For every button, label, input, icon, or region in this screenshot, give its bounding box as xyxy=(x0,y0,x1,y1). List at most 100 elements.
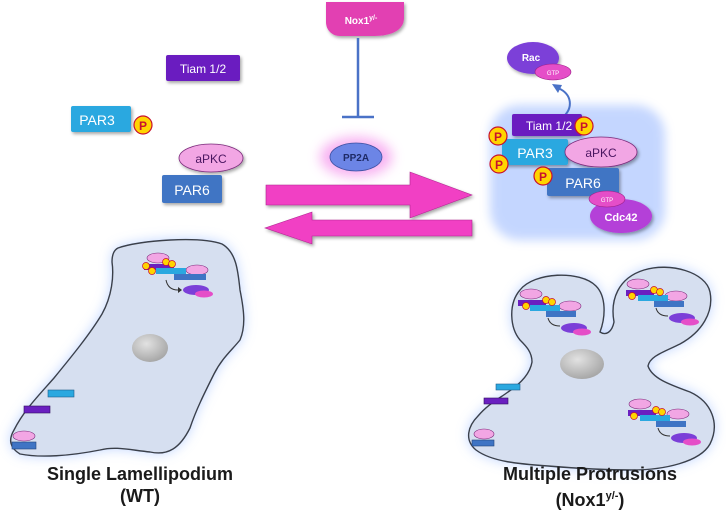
p2-p xyxy=(628,292,636,300)
cdc42: Cdc42 xyxy=(590,199,652,233)
p3-apkc xyxy=(628,398,652,410)
p1-p xyxy=(548,298,556,306)
rac-gtp: GTP xyxy=(534,63,572,81)
p1-arrow xyxy=(547,317,561,327)
nox1-nucleus xyxy=(560,349,604,379)
par3-complex-phospho-1: P xyxy=(488,126,508,146)
wt-cell-body xyxy=(9,238,245,457)
wt-free-par6 xyxy=(11,441,37,450)
wt-caption-title: Single Lamellipodium xyxy=(46,464,234,484)
wt-cluster-par6 xyxy=(174,274,206,280)
p3-tiam xyxy=(628,410,656,416)
cdc42-label: Cdc42 xyxy=(604,212,637,224)
p1-apkc-2 xyxy=(558,300,582,312)
rac-activation-arrowhead xyxy=(552,84,562,93)
par6-complex-phospho: P xyxy=(533,166,553,186)
p3-gtp xyxy=(683,438,701,446)
nox1-caption-subtitle: (Nox1y/-) xyxy=(465,485,715,511)
tiam-complex-label: Tiam 1/2 xyxy=(526,119,573,133)
cdc42-gtp-label: GTP xyxy=(601,198,613,204)
par6-free: PAR6 xyxy=(162,175,222,203)
pp2a-label: PP2A xyxy=(343,153,369,164)
wt-caption: Single Lamellipodium (WT) xyxy=(20,463,260,507)
nox1-free-par3 xyxy=(495,383,521,391)
par3-complex-p1-label: P xyxy=(494,130,502,144)
apkc-free-label: aPKC xyxy=(195,152,227,166)
nox1-cell xyxy=(468,266,715,471)
p1-gtp xyxy=(573,328,591,336)
apkc-complex: aPKC xyxy=(564,136,638,168)
p2-gtp xyxy=(681,318,699,326)
par3-complex: PAR3 xyxy=(502,139,568,165)
p3-p xyxy=(658,408,666,416)
p2-p xyxy=(656,288,664,296)
par6-complex-p-label: P xyxy=(539,170,547,184)
nox1-free-apkc xyxy=(473,428,495,440)
par6-complex: PAR6 xyxy=(547,168,619,196)
protrusion-complex-2 xyxy=(626,278,699,326)
nox1-free-tiam xyxy=(483,397,509,405)
p1-par3 xyxy=(530,305,560,311)
par3-complex-label: PAR3 xyxy=(517,145,553,161)
nox1-label-sup: y/- xyxy=(369,15,378,22)
par3-free: PAR3 xyxy=(71,106,131,132)
p2-tiam xyxy=(626,290,654,296)
active-complex: Rac GTP Tiam 1/2 P PAR3 P P xyxy=(488,42,665,240)
wt-cluster-par3 xyxy=(156,268,186,274)
cdc42-gtp: GTP xyxy=(588,190,626,208)
tiam-free: Tiam 1/2 xyxy=(166,55,240,81)
p1-p xyxy=(522,302,530,310)
par3-complex-phospho-2: P xyxy=(489,154,509,174)
p2-apkc-2 xyxy=(664,290,688,302)
nox1-label: Nox1y/- xyxy=(345,15,378,27)
p3-p xyxy=(630,412,638,420)
p3-arrow xyxy=(657,427,671,437)
free-components: Tiam 1/2 PAR3 P aPKC PAR6 xyxy=(71,55,244,203)
wt-cluster-p xyxy=(142,262,150,270)
p3-par6 xyxy=(656,421,686,427)
rac-label: Rac xyxy=(522,53,541,64)
tiam-complex: Tiam 1/2 xyxy=(512,114,582,136)
nox1-caption-title: Multiple Protrusions xyxy=(502,464,677,484)
nox1-caption-sub-sup: y/- xyxy=(605,490,619,502)
wt-cluster-arrowhead xyxy=(178,287,182,293)
wt-cluster-p xyxy=(148,267,156,275)
nox1-caption-sub-base: (Nox1 xyxy=(555,490,606,510)
p2-arrow xyxy=(655,307,669,317)
nox1-caption-sub-end: ) xyxy=(618,490,625,510)
wt-free-tiam xyxy=(23,405,51,414)
par3-complex-p2-label: P xyxy=(495,158,503,172)
apkc-complex-label: aPKC xyxy=(585,146,617,160)
nox1-caption: Multiple Protrusions (Nox1y/-) xyxy=(465,463,715,511)
forward-arrow xyxy=(265,171,473,219)
wt-free-apkc xyxy=(12,430,36,442)
tiam-complex-phospho: P xyxy=(574,116,594,136)
pp2a: PP2A xyxy=(320,137,392,177)
nox1-free-par6 xyxy=(471,439,495,447)
p3-apkc-2 xyxy=(666,408,690,420)
reverse-arrow xyxy=(264,211,473,245)
apkc-free: aPKC xyxy=(178,143,244,173)
wt-free-par3 xyxy=(47,389,75,398)
par6-free-label: PAR6 xyxy=(174,182,210,198)
wt-cluster-apkc-2 xyxy=(185,264,209,276)
par3-free-label: PAR3 xyxy=(79,112,115,128)
wt-cell xyxy=(9,238,245,457)
p1-tiam xyxy=(518,300,546,306)
par6-complex-label: PAR6 xyxy=(565,175,601,191)
par3-free-p-label: P xyxy=(139,119,147,133)
wt-cluster-gtp xyxy=(195,290,213,298)
par3-free-phospho: P xyxy=(133,115,153,135)
p2-par6 xyxy=(654,301,684,307)
tiam-complex-p-label: P xyxy=(580,120,588,134)
wt-cluster-p xyxy=(168,260,176,268)
p1-apkc xyxy=(519,288,543,300)
wt-caption-subtitle: (WT) xyxy=(120,486,160,506)
wt-cluster-tiam xyxy=(144,264,174,270)
wt-leading-edge-complex xyxy=(142,252,213,298)
nox1-shape: Nox1y/- xyxy=(326,2,404,36)
wt-nucleus xyxy=(132,334,168,362)
p2-par3 xyxy=(638,295,668,301)
p2-apkc xyxy=(626,278,650,290)
